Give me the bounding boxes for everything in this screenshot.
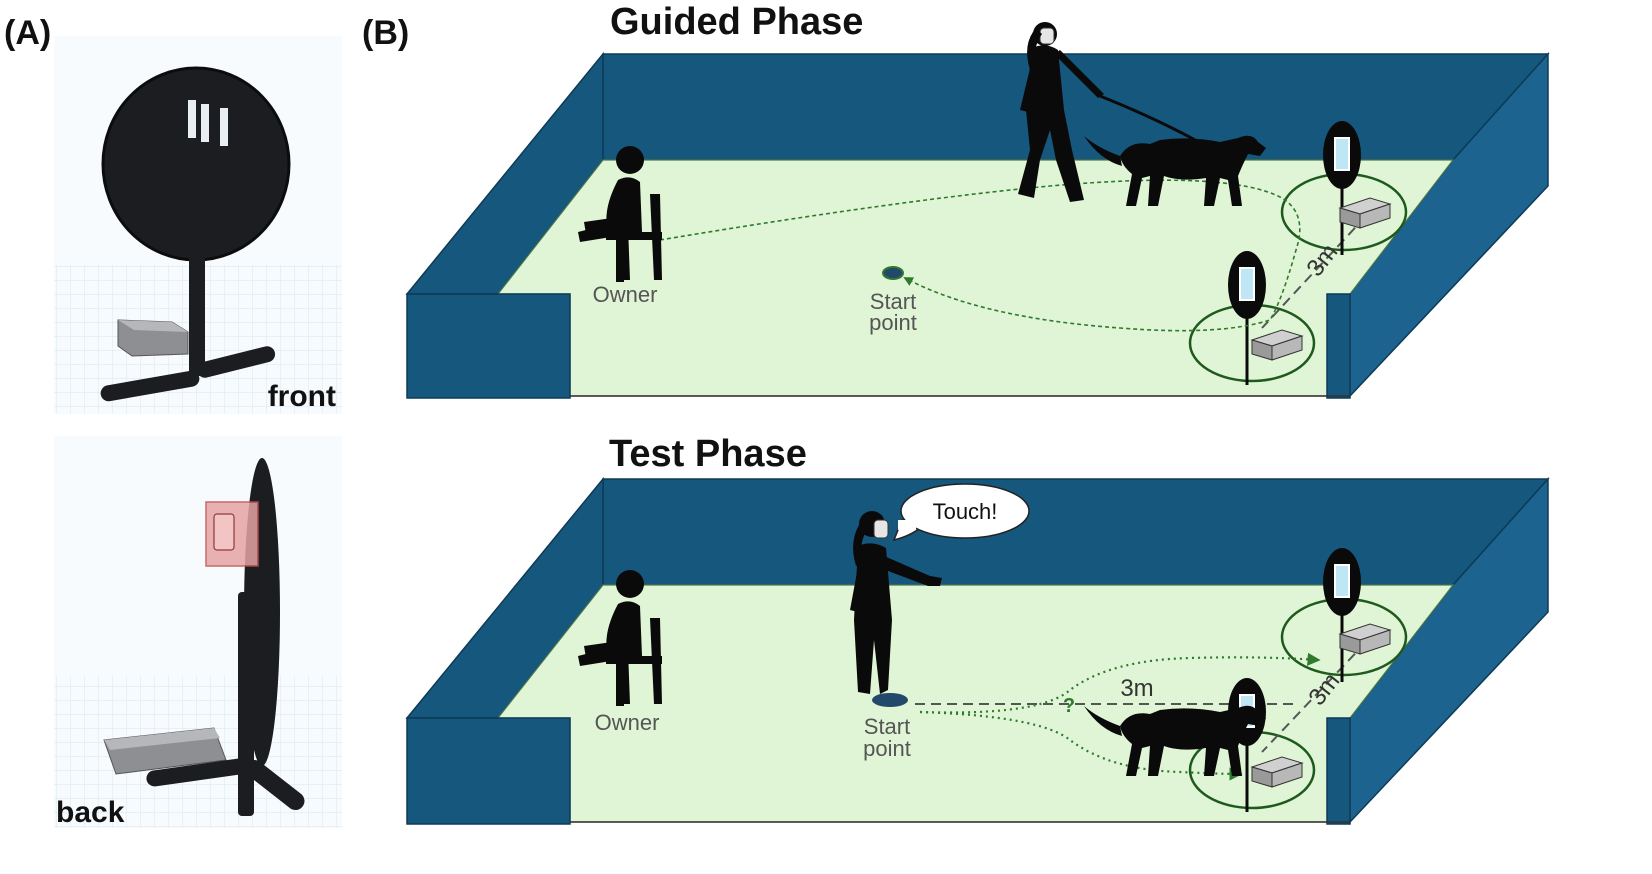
back-caption: back [56,796,125,829]
back-base-left [146,757,256,787]
arena-floor [496,584,1455,823]
front-left-wall [406,293,571,399]
panel-b-label: (B) [362,14,409,52]
sign-base-right [196,346,276,378]
sign-base-left [100,370,200,402]
start-label-line1: Start [864,714,910,739]
sign-back-render: back [54,436,342,829]
sign-pole-back [238,592,254,816]
guided-path [659,179,1301,332]
sign-pole [189,246,205,376]
handler-pointing-silhouette [850,511,942,694]
tally-mark-3 [220,108,228,146]
distance-label-horizontal: 3m [1120,675,1153,702]
start-label-line2: point [869,310,917,335]
back-base-right [245,759,305,811]
front-left-wall [406,717,571,825]
test-title: Test Phase [609,433,807,475]
speech-bubble: Touch! [892,483,1030,542]
tally-mark-1 [188,100,196,138]
choice-marker: ? [1063,695,1075,717]
speech-text: Touch! [933,499,998,524]
distance-line-diagonal [1261,641,1367,753]
start-label-line2: point [863,736,911,761]
guided-title: Guided Phase [610,1,863,43]
choice-path-far [919,652,1321,714]
sign-disc [101,66,291,262]
tally-mark-2 [201,104,209,142]
test-arena: Test Phase 3m 3m ? Start point Owner [405,433,1550,825]
start-label-line1: Start [870,289,916,314]
front-right-wall [1326,717,1351,825]
owner-label: Owner [593,282,658,307]
handler-silhouette [1018,22,1104,202]
panel-a-label: (A) [4,14,51,52]
guided-arena: Guided Phase 3m Start point Owner [405,1,1550,399]
sign-front-render: front [54,36,342,414]
start-point-marker [872,693,908,707]
back-wall [602,478,1550,586]
phone-icon [213,513,235,551]
distance-line [1261,215,1367,329]
owner-label: Owner [595,710,660,735]
front-caption: front [268,380,336,413]
start-point-marker [882,266,904,280]
front-right-wall [1326,293,1351,399]
